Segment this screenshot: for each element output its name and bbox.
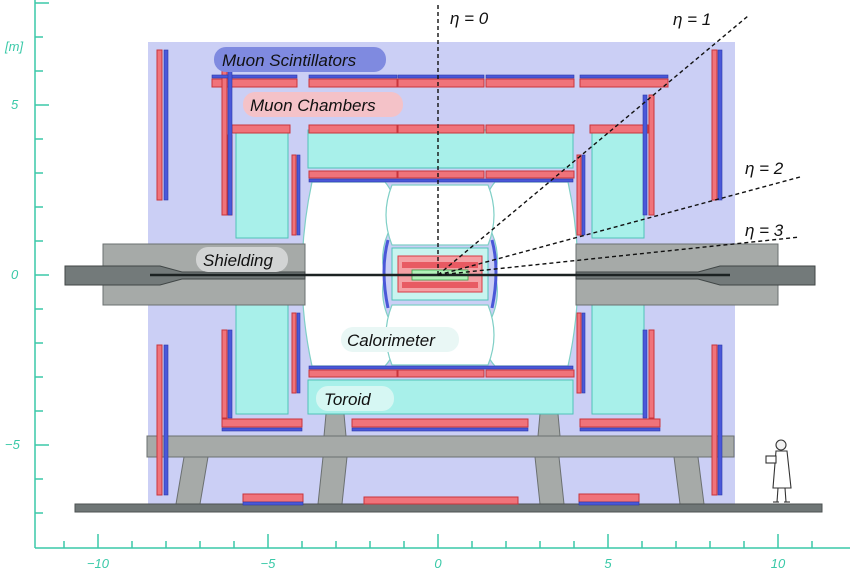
support-platform <box>146 435 735 458</box>
shielding-label: Shielding <box>203 251 273 270</box>
x-tick-label: 0 <box>434 556 442 571</box>
y-tick-label: −5 <box>5 437 21 452</box>
muon-chambers <box>156 49 718 505</box>
floor <box>74 503 823 513</box>
toroid-label-bg <box>316 386 394 411</box>
muon-chambers-label-bg <box>243 92 403 117</box>
eta-3-label: η = 3 <box>745 221 784 240</box>
eta-0-label: η = 0 <box>450 9 489 28</box>
eta-lines <box>437 2 801 276</box>
toroid-label: Toroid <box>324 390 371 409</box>
eta-1-label: η = 1 <box>673 10 711 29</box>
calorimeter-label: Calorimeter <box>347 331 436 350</box>
muon-scintillators-label: Muon Scintillators <box>222 51 357 70</box>
calorimeter-label-bg <box>341 327 459 352</box>
x-axis <box>35 534 850 549</box>
muon-scintillators <box>163 49 723 506</box>
y-unit-label: [m] <box>4 39 23 54</box>
support-feet <box>175 413 705 505</box>
x-tick-label: −10 <box>87 556 110 571</box>
y-axis <box>34 0 49 548</box>
y-tick-label: 0 <box>11 267 19 282</box>
muon-chambers-label: Muon Chambers <box>250 96 376 115</box>
x-tick-label: 5 <box>604 556 612 571</box>
eta-2-label: η = 2 <box>745 159 784 178</box>
x-tick-label: −5 <box>261 556 277 571</box>
muon-scintillators-label-bg <box>214 47 386 72</box>
x-tick-label: 10 <box>771 556 786 571</box>
human-scale-figure <box>765 439 792 503</box>
shielding-label-bg <box>196 247 288 272</box>
y-tick-label: 5 <box>11 97 19 112</box>
